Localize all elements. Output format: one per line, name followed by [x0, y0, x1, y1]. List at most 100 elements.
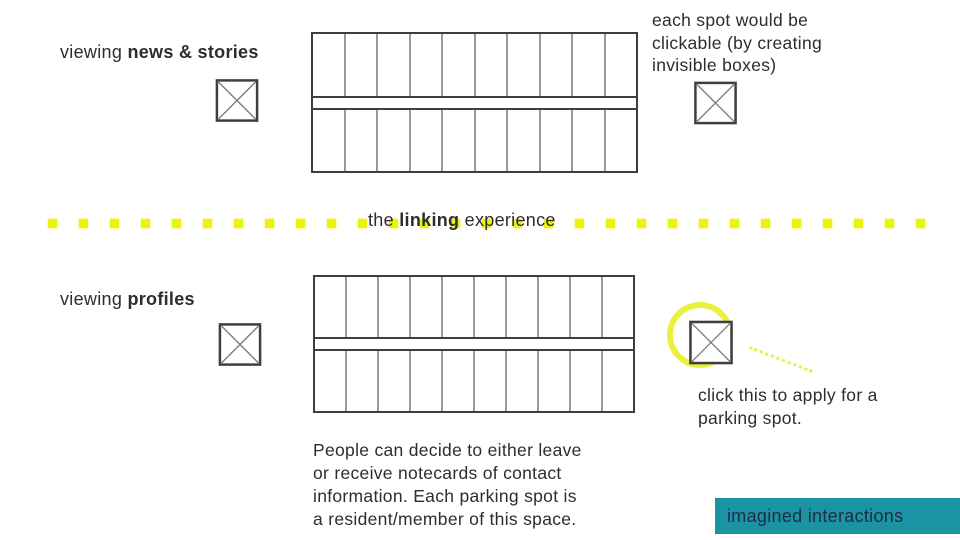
divider-label-suffix: experience: [459, 210, 556, 230]
parking-row: [315, 277, 633, 337]
divider-dot: [451, 219, 460, 228]
paragraph-line: a resident/member of this space.: [313, 509, 577, 529]
paragraph-line: People can decide to either leave: [313, 440, 582, 460]
divider-dot: [606, 219, 615, 228]
parking-spot[interactable]: [313, 109, 346, 171]
parking-spot[interactable]: [315, 277, 347, 337]
divider-dot: [544, 219, 553, 228]
parking-spot[interactable]: [606, 34, 637, 96]
parking-spot[interactable]: [541, 109, 573, 171]
top-label-prefix: viewing: [60, 42, 128, 62]
parking-row: [313, 34, 636, 96]
parking-spot[interactable]: [443, 34, 476, 96]
parking-lot-diagram-bottom: [313, 275, 635, 413]
divider-dot: [916, 219, 925, 228]
divider-dot: [172, 219, 181, 228]
parking-spot[interactable]: [476, 34, 508, 96]
parking-spot[interactable]: [571, 277, 603, 337]
divider-dots: [48, 219, 928, 228]
notecards-paragraph: People can decide to either leave or rec…: [313, 439, 582, 531]
divider-label: the linking experience: [368, 210, 556, 231]
note-line: each spot would be: [652, 10, 809, 30]
callout-line-text: click this to apply for a: [698, 385, 878, 405]
divider-dot: [358, 219, 367, 228]
parking-spot[interactable]: [573, 109, 606, 171]
divider-dot: [699, 219, 708, 228]
parking-row: [313, 109, 637, 172]
note-line: invisible boxes): [652, 55, 777, 75]
parking-spot[interactable]: [411, 351, 443, 411]
parking-spot[interactable]: [541, 34, 573, 96]
parking-spot[interactable]: [603, 351, 633, 411]
parking-spot[interactable]: [476, 109, 508, 171]
parking-spot[interactable]: [443, 351, 475, 411]
divider-dot: [79, 219, 88, 228]
parking-spot[interactable]: [411, 34, 443, 96]
parking-spot[interactable]: [378, 109, 411, 171]
callout-dotted-line: [748, 346, 813, 373]
divider-dot: [48, 219, 57, 228]
parking-spot[interactable]: [313, 34, 346, 96]
parking-spot[interactable]: [411, 277, 443, 337]
clickable-spots-note: each spot would be clickable (by creatin…: [652, 9, 822, 77]
divider-label-prefix: the: [368, 210, 400, 230]
top-label-bold: news & stories: [127, 42, 259, 62]
image-placeholder-icon: [218, 323, 262, 366]
parking-row: [315, 351, 633, 411]
parking-lot-diagram-top: [311, 32, 638, 173]
parking-aisle: [315, 337, 633, 351]
parking-spot[interactable]: [508, 34, 541, 96]
apply-parking-spot-icon[interactable]: [688, 320, 734, 365]
note-line: clickable (by creating: [652, 32, 823, 53]
divider-dot: [110, 219, 119, 228]
divider-dot: [823, 219, 832, 228]
parking-spot[interactable]: [378, 34, 411, 96]
parking-aisle: [313, 95, 636, 110]
parking-spot[interactable]: [475, 277, 507, 337]
parking-spot[interactable]: [443, 277, 475, 337]
parking-spot[interactable]: [347, 351, 379, 411]
image-placeholder-icon: [215, 79, 259, 122]
top-section-label: viewing news & stories: [60, 42, 259, 63]
callout-line-text: parking spot.: [698, 408, 803, 428]
parking-spot[interactable]: [346, 34, 378, 96]
divider-dot: [327, 219, 336, 228]
bottom-label-prefix: viewing: [60, 289, 128, 309]
parking-spot[interactable]: [315, 351, 347, 411]
parking-spot[interactable]: [539, 277, 571, 337]
divider-dot: [482, 219, 491, 228]
bottom-section-label: viewing profiles: [60, 289, 195, 310]
divider-dot: [730, 219, 739, 228]
parking-spot[interactable]: [443, 109, 476, 171]
parking-spot[interactable]: [411, 109, 443, 171]
divider-dot: [203, 219, 212, 228]
parking-spot[interactable]: [507, 351, 539, 411]
parking-spot[interactable]: [571, 351, 603, 411]
image-placeholder-icon: [694, 81, 737, 125]
parking-spot[interactable]: [475, 351, 507, 411]
paragraph-line: information. Each parking spot is: [313, 486, 577, 506]
parking-spot[interactable]: [346, 109, 378, 171]
divider-dot: [420, 219, 429, 228]
footer-tag: imagined interactions: [715, 498, 960, 534]
parking-spot[interactable]: [508, 109, 541, 171]
paragraph-line: or receive notecards of contact: [313, 463, 562, 483]
divider-dot: [575, 219, 584, 228]
divider-dot: [761, 219, 770, 228]
parking-spot[interactable]: [606, 110, 637, 172]
parking-spot[interactable]: [539, 351, 571, 411]
divider-dot: [296, 219, 305, 228]
parking-spot[interactable]: [379, 351, 411, 411]
parking-spot[interactable]: [603, 277, 633, 337]
divider-dot: [668, 219, 677, 228]
parking-spot[interactable]: [347, 277, 379, 337]
parking-spot[interactable]: [379, 277, 411, 337]
parking-spot[interactable]: [573, 34, 606, 96]
parking-spot[interactable]: [507, 277, 539, 337]
divider-dot: [513, 219, 522, 228]
divider-dot: [637, 219, 646, 228]
divider-dot: [389, 219, 398, 228]
divider-dot: [141, 219, 150, 228]
footer-tag-label: imagined interactions: [727, 505, 904, 526]
